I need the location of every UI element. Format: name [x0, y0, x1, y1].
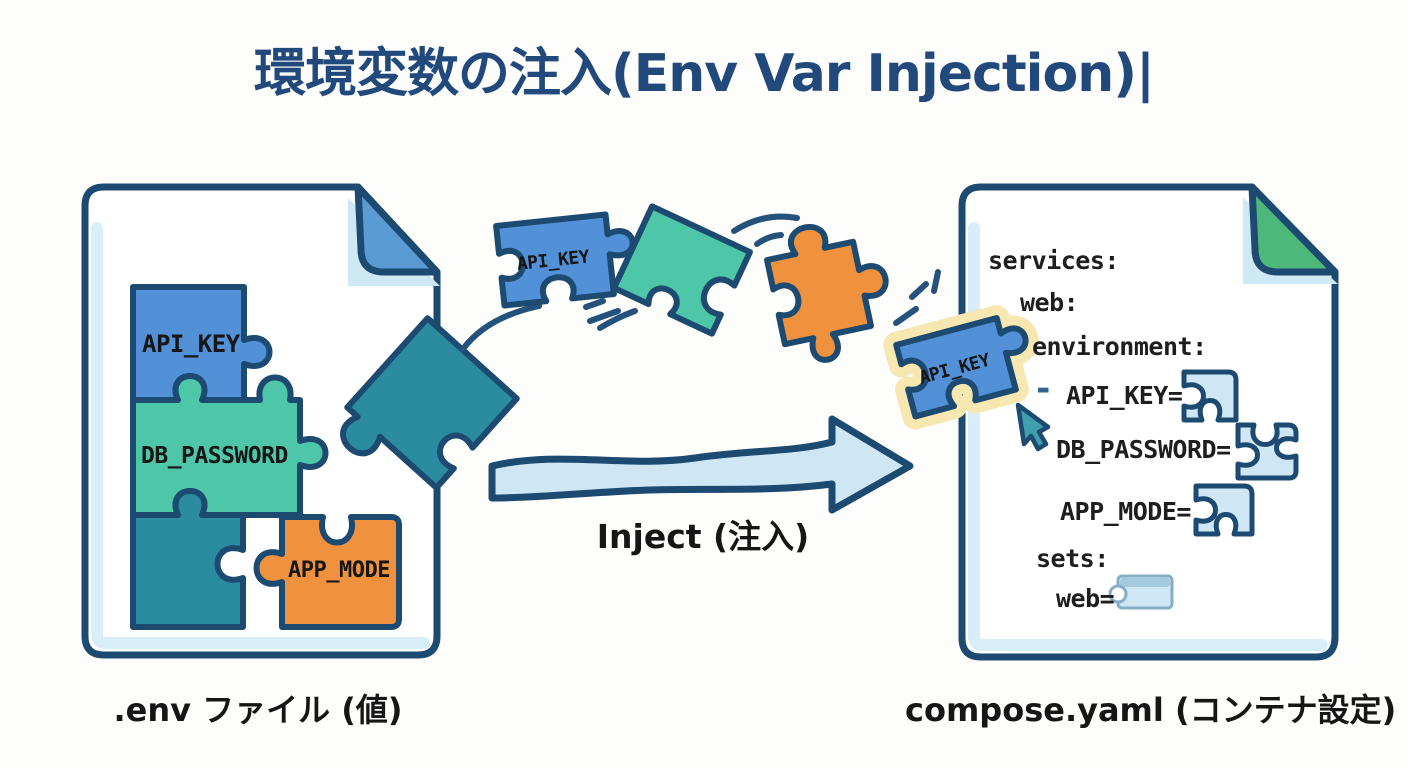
api-key-value-placeholder — [1181, 369, 1239, 423]
tilted-teal-piece — [340, 315, 520, 491]
motion-lines — [460, 213, 800, 352]
document-paper — [958, 183, 1339, 661]
code-line-app-mode: APP_MODE= — [1060, 497, 1191, 526]
dark-teal-piece — [130, 488, 246, 630]
code-line-sets: sets: — [1036, 544, 1109, 573]
code-line-environment: environment: — [1032, 332, 1207, 361]
document-inner-shadow — [968, 222, 1328, 651]
inserting-api-key-piece: API_KEY — [883, 305, 1039, 430]
mouse-cursor-icon — [1015, 402, 1051, 452]
piece-body — [893, 315, 1029, 420]
db-password-piece-label: DB_PASSWORD — [141, 443, 288, 469]
app-mode-value-placeholder — [1193, 483, 1255, 537]
inject-arrow — [488, 415, 914, 514]
db-password-value-placeholder — [1235, 422, 1299, 481]
page-title: 環境変数の注入(Env Var Injection)| — [253, 44, 1155, 104]
compose-yaml-caption: compose.yaml (コンテナ設定) — [905, 691, 1397, 729]
code-line-api-key: API_KEY= — [1066, 381, 1183, 410]
app-mode-piece — [253, 514, 402, 630]
yaml-list-dash: - — [1033, 369, 1054, 409]
compose-yaml-document — [958, 183, 1339, 661]
web-value-chip — [1108, 574, 1174, 610]
inject-arrow-label: Inject (注入) — [596, 517, 810, 556]
code-line-db-password: DB_PASSWORD= — [1056, 435, 1231, 464]
document-fold-corner — [1248, 183, 1339, 276]
app-mode-piece-label: APP_MODE — [288, 558, 390, 583]
code-line-web: web: — [1020, 288, 1079, 317]
api-key-piece-label: API_KEY — [142, 330, 241, 358]
flying-teal-piece — [611, 203, 753, 337]
env-file-caption: .env ファイル (値) — [113, 691, 403, 729]
code-line-web-equals: web= — [1056, 584, 1115, 613]
document-fold-corner — [354, 183, 441, 276]
env-file-document: API_KEY DB_PASSWORD APP_MODE — [81, 183, 441, 659]
flying-orange-piece — [764, 224, 889, 363]
emphasis-lines — [893, 269, 941, 326]
code-line-services: services: — [988, 246, 1119, 275]
flying-api-key-piece: API_KEY — [493, 211, 636, 309]
document-inner-shadow — [91, 222, 430, 649]
